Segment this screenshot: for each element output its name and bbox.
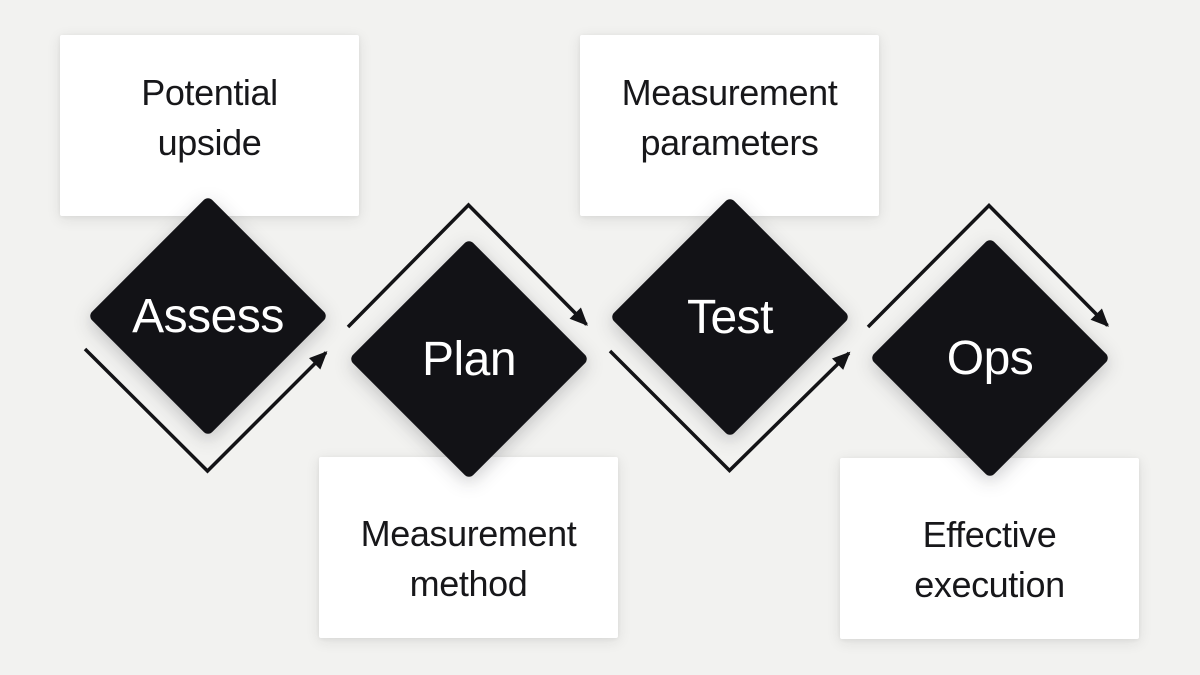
diamond-label: Plan [421,332,517,386]
card-potential-upside: Potential upside [60,35,359,216]
card-text-line: Measurement [621,71,838,113]
diamond-label: Test [686,290,774,344]
diamond-label: Assess [132,289,284,343]
card-text-line: upside [157,121,262,163]
card-measurement-method: Measurement method [319,457,618,638]
diamond-step-ops: Ops [869,237,1111,479]
diamond-step-plan: Plan [348,238,590,480]
card-text-line: Measurement [360,512,577,554]
diamond-step-assess: Assess [87,195,329,437]
diamond-label: Ops [946,331,1034,385]
card-text-line: Effective [922,513,1057,555]
card-text-line: execution [914,563,1065,605]
card-measurement-parameters: Measurement parameters [580,35,879,216]
card-effective-execution: Effective execution [840,458,1139,639]
card-text-line: parameters [640,121,819,163]
diamond-step-test: Test [609,196,851,438]
card-text-line: method [409,562,528,604]
card-text-line: Potential [141,71,278,113]
